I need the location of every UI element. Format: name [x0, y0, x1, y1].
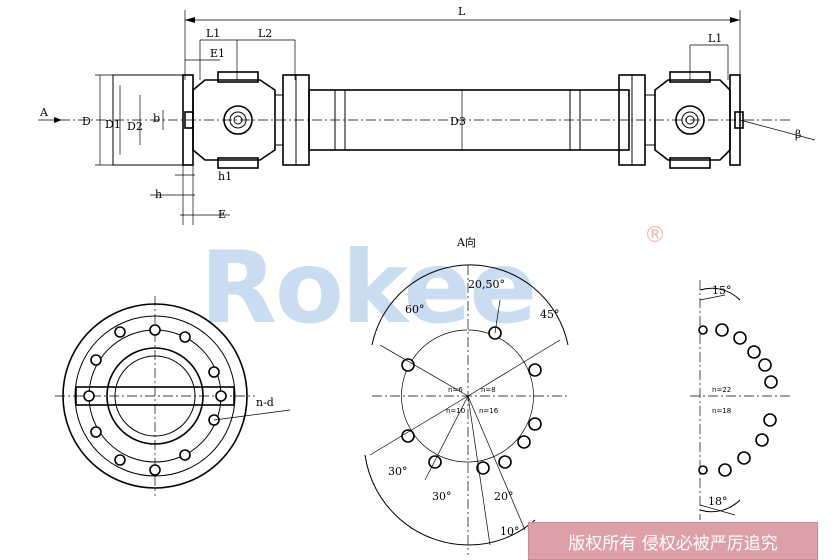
hole-count-18: n=18	[712, 407, 731, 415]
a-direction-view: A向 20,50° 60° 45° 30° 30° 20° 10° n=6 n=…	[364, 235, 569, 555]
label-L: L	[458, 5, 466, 18]
label-beta: β	[795, 128, 801, 141]
angle-15: 15°	[712, 284, 732, 297]
flange-end-view: n-d	[55, 296, 291, 496]
side-view: L L1 L2 E1 L1 A D D1 D2 b	[38, 5, 816, 225]
angle-bottom-left: 30°	[432, 490, 452, 503]
label-E: E	[218, 208, 226, 221]
angle-left-bottom: 30°	[388, 465, 408, 478]
copyright-banner: 版权所有 侵权必被严厉追究	[528, 522, 818, 560]
label-L1-right: L1	[708, 32, 722, 45]
hole-count-8: n=8	[481, 386, 496, 394]
label-A: A	[39, 106, 49, 119]
hole-count-6: n=6	[448, 386, 463, 394]
label-D1: D1	[105, 118, 121, 131]
label-h1: h1	[218, 170, 232, 183]
watermark-text: Rokee	[200, 229, 535, 346]
shaft-tube	[308, 89, 630, 151]
label-b: b	[153, 112, 160, 125]
label-h: h	[155, 188, 162, 201]
label-L2: L2	[258, 27, 272, 40]
label-L1: L1	[206, 27, 220, 40]
angle-right-top: 45°	[540, 308, 560, 321]
angle-bottom-right: 10°	[500, 525, 520, 538]
registered-mark: ®	[644, 223, 666, 248]
hole-count-10: n=10	[446, 407, 465, 415]
angle-left-top: 60°	[405, 303, 425, 316]
hole-count-22: n=22	[712, 386, 731, 394]
label-D3: D3	[450, 115, 466, 128]
view-a-title: A向	[456, 235, 476, 249]
label-D2: D2	[127, 120, 143, 133]
label-E1: E1	[210, 47, 225, 60]
hole-count-16: n=16	[479, 407, 499, 415]
angle-bottom-mid: 20°	[494, 490, 514, 503]
label-D: D	[82, 115, 91, 128]
label-n-d: n-d	[256, 396, 274, 409]
angle-top: 20,50°	[468, 278, 505, 291]
rokee-watermark: Rokee ®	[200, 223, 666, 346]
angle-18: 18°	[708, 495, 728, 508]
partial-bolt-view: 15° 18° n=22 n=18	[690, 280, 790, 520]
